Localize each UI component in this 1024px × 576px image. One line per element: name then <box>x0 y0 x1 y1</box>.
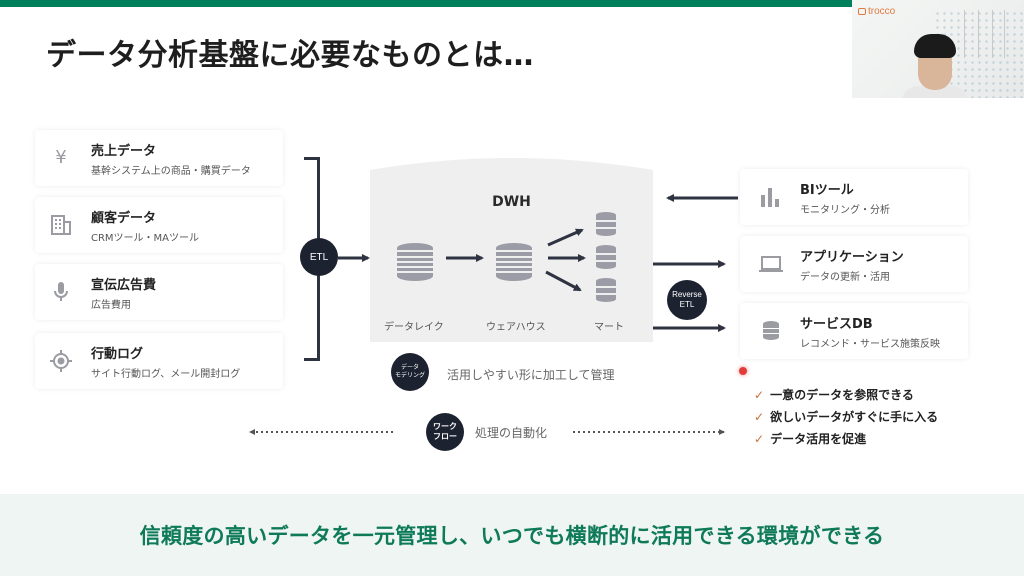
stage-label-warehouse: ウェアハウス <box>486 322 546 333</box>
dest-card-bi: BIツール モニタリング・分析 <box>740 169 968 225</box>
source-card-behavior-log: 行動ログ サイト行動ログ、メール開封ログ <box>35 333 283 389</box>
laser-pointer <box>739 367 747 375</box>
stage-label-mart: マート <box>594 322 624 333</box>
laptop-icon <box>758 252 784 276</box>
top-accent-bar <box>0 0 1024 7</box>
presenter-body <box>902 86 968 98</box>
mart-db-icon-1 <box>596 212 616 236</box>
microphone-icon <box>49 280 73 304</box>
dest-name: アプリケーション <box>800 250 904 265</box>
data-modeling-text: 活用しやすい形に加工して管理 <box>447 368 615 382</box>
source-name: 顧客データ <box>91 211 157 226</box>
dest-card-application: アプリケーション データの更新・活用 <box>740 236 968 292</box>
webcam-overlay: trocco <box>852 0 1024 98</box>
source-name: 売上データ <box>91 144 157 159</box>
benefits-list: ✓一意のデータを参照できる ✓欲しいデータがすぐに手に入る ✓データ活用を促進 <box>754 384 938 450</box>
dest-desc: データの更新・活用 <box>800 272 890 283</box>
workflow-badge: ワーク フロー <box>426 413 464 451</box>
source-desc: サイト行動ログ、メール開封ログ <box>91 369 241 380</box>
warehouse-to-mart-arrow-1 <box>547 228 584 247</box>
check-icon: ✓ <box>754 410 765 424</box>
check-icon: ✓ <box>754 432 765 446</box>
slide-title: データ分析基盤に必要なものとは… <box>46 38 534 73</box>
bar-chart-icon <box>758 185 784 209</box>
source-name: 宣伝広告費 <box>91 278 157 293</box>
check-icon: ✓ <box>754 388 765 402</box>
yen-icon: ¥ <box>55 147 67 168</box>
benefit-item: ✓一意のデータを参照できる <box>754 388 914 402</box>
logo-icon <box>858 8 866 15</box>
dest-name: サービスDB <box>800 317 873 332</box>
dest-card-service-db: サービスDB レコメンド・サービス施策反映 <box>740 303 968 359</box>
building-icon <box>49 213 73 237</box>
source-desc: 広告費用 <box>91 300 131 311</box>
source-card-ad-spend: 宣伝広告費 広告費用 <box>35 264 283 320</box>
workflow-text: 処理の自動化 <box>475 426 548 440</box>
warehouse-to-mart-arrow-3 <box>545 270 582 292</box>
dest-name: BIツール <box>800 183 854 198</box>
source-name: 行動ログ <box>91 347 144 362</box>
footer-message: 信頼度の高いデータを一元管理し、いつでも横断的に活用できる環境ができる <box>139 524 885 548</box>
data-modeling-badge: データ モデリング <box>391 353 429 391</box>
database-icon <box>758 319 784 343</box>
benefit-item: ✓欲しいデータがすぐに手に入る <box>754 410 939 424</box>
mart-db-icon-2 <box>596 245 616 269</box>
source-card-customer: 顧客データ CRMツール・MAツール <box>35 197 283 253</box>
stage-label-datalake: データレイク <box>384 322 444 333</box>
benefit-item: ✓データ活用を促進 <box>754 432 867 446</box>
dest-desc: モニタリング・分析 <box>800 205 890 216</box>
mart-db-icon-3 <box>596 278 616 302</box>
etl-badge: ETL <box>300 238 338 276</box>
dwh-title: DWH <box>492 194 531 210</box>
presenter-hair <box>914 34 956 58</box>
dwh-roof <box>370 158 653 182</box>
footer-banner: 信頼度の高いデータを一元管理し、いつでも横断的に活用できる環境ができる <box>0 494 1024 576</box>
reverse-etl-badge: Reverse ETL <box>667 280 707 320</box>
trocco-logo: trocco <box>858 6 895 17</box>
source-card-sales: ¥ 売上データ 基幹システム上の商品・購買データ <box>35 130 283 186</box>
source-desc: 基幹システム上の商品・購買データ <box>91 166 251 177</box>
dest-desc: レコメンド・サービス施策反映 <box>800 339 940 350</box>
source-desc: CRMツール・MAツール <box>91 233 200 244</box>
target-icon <box>49 349 73 373</box>
